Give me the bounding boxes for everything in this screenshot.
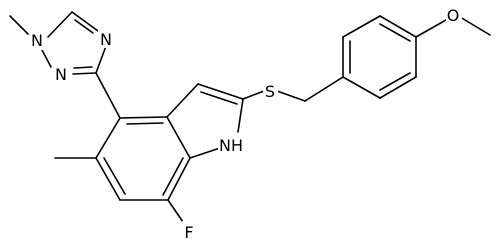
bond-triazole-c3-n2-inner bbox=[73, 66, 93, 69]
bond-triazole-n2-n1 bbox=[41, 49, 52, 68]
bond-aryl-5-inner bbox=[379, 72, 411, 91]
atom-sulfur: S bbox=[265, 82, 275, 101]
bond-c2-n1 bbox=[237, 98, 244, 133]
bond-triazole-c5-n4 bbox=[71, 11, 99, 32]
bond-c6-c5 bbox=[95, 157, 121, 201]
bond-triazole-n4-c3 bbox=[95, 45, 107, 74]
bond-c4-c3a bbox=[119, 116, 168, 119]
bond-n1-c7a bbox=[189, 147, 221, 159]
bond-c2-sulfur bbox=[242, 90, 265, 100]
bond-sulfur-ch2 bbox=[276, 90, 306, 102]
bond-c7-fluorine bbox=[167, 199, 186, 226]
bond-aryl-3 bbox=[379, 15, 417, 38]
bond-lines bbox=[9, 11, 491, 226]
bond-c6-c5-inner bbox=[103, 157, 126, 195]
bond-aryl-6 bbox=[342, 76, 381, 99]
bond-triazole-to-indole bbox=[95, 72, 121, 119]
bond-triazole-c5-n4-inner bbox=[74, 19, 94, 34]
bond-c3-c2-inner bbox=[200, 91, 238, 105]
atom-labels: N N N S O NH F bbox=[30, 5, 462, 241]
atom-n-triazole-2: N bbox=[55, 65, 67, 84]
bond-c3a-c7a bbox=[166, 116, 191, 159]
bond-aryl-3-inner bbox=[379, 23, 411, 42]
bond-triazole-n1-c5 bbox=[47, 11, 73, 38]
atom-n-methyl: N bbox=[31, 31, 43, 50]
bond-c4-c3a-inner bbox=[126, 122, 164, 125]
bond-methyl-n bbox=[9, 15, 29, 35]
atom-indole-nh: NH bbox=[219, 136, 243, 155]
bond-triazole-c3-n2 bbox=[72, 72, 97, 75]
bond-c7a-c7-inner bbox=[162, 157, 184, 196]
bond-aryl-5 bbox=[379, 76, 417, 99]
bond-c3a-c3 bbox=[166, 83, 199, 118]
bond-aryl-2 bbox=[342, 15, 381, 38]
bond-c7a-c7 bbox=[167, 157, 191, 201]
bond-aryl-oxygen bbox=[415, 19, 447, 38]
atom-fluorine: F bbox=[184, 223, 193, 241]
atom-n-triazole-4: N bbox=[100, 30, 112, 49]
bond-c3-c2 bbox=[197, 83, 244, 100]
bond-c5-c4 bbox=[95, 117, 121, 159]
bond-oxygen-methyl bbox=[459, 16, 491, 36]
bond-ch2-aryl bbox=[304, 76, 344, 102]
atom-oxygen: O bbox=[447, 6, 460, 25]
